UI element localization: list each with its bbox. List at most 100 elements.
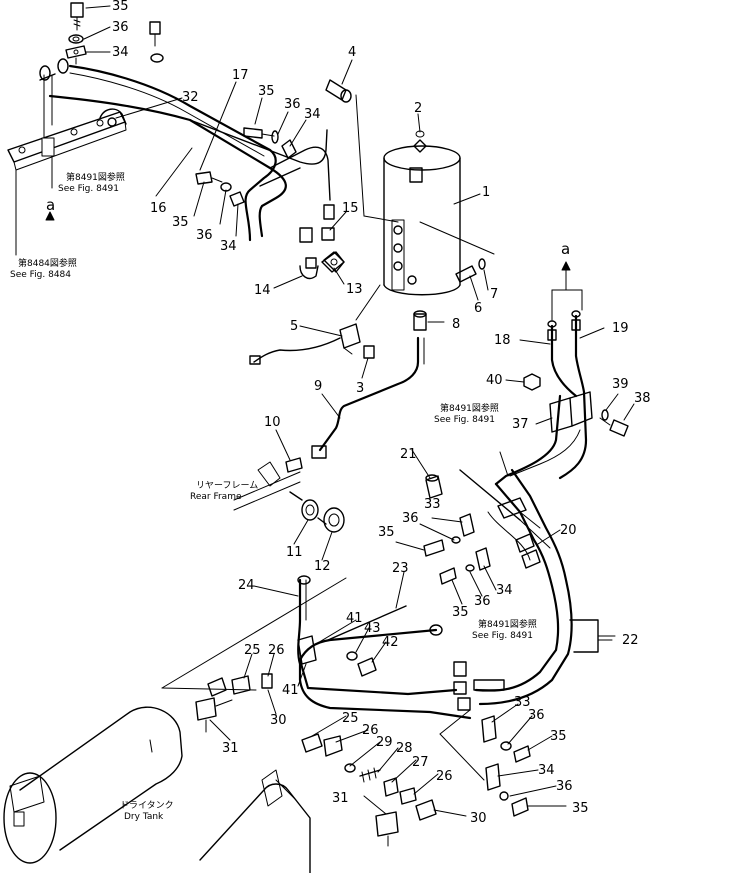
tee-31-lower xyxy=(375,811,399,847)
bolt-stack-left xyxy=(195,171,245,207)
callout-15: 15 xyxy=(342,201,359,216)
callout-41-b: 41 xyxy=(282,683,299,698)
callout-12: 12 xyxy=(314,559,331,574)
callout-23: 23 xyxy=(392,561,409,576)
leader-triangle xyxy=(161,577,347,691)
callout-28: 28 xyxy=(396,741,413,756)
callout-9: 9 xyxy=(314,379,322,394)
leader-lines xyxy=(83,5,635,817)
callout-36-d: 36 xyxy=(402,511,419,526)
fittings-lower-hose xyxy=(453,661,505,711)
ref-8491-jp-c: 第8491図参照 xyxy=(478,618,537,630)
callout-6: 6 xyxy=(474,301,482,316)
callout-10: 10 xyxy=(264,415,281,430)
callout-16: 16 xyxy=(150,201,167,216)
callout-36-a: 36 xyxy=(112,20,129,35)
ref-8484-en: See Fig. 8484 xyxy=(10,270,71,280)
ref-8491-jp-a: 第8491図参照 xyxy=(66,171,125,183)
tee-31-upper xyxy=(195,697,233,733)
ref-8491-en-b: See Fig. 8491 xyxy=(434,415,495,425)
fittings-25-26-upper xyxy=(207,673,273,697)
callout-41-a: 41 xyxy=(346,611,363,626)
clamp-32 xyxy=(99,108,127,127)
top-left-bracket xyxy=(7,74,127,256)
callout-3: 3 xyxy=(356,381,364,396)
callout-22: 22 xyxy=(622,633,639,648)
plug-8 xyxy=(413,310,427,331)
dry-tank-right xyxy=(199,769,311,873)
callout-33-a: 33 xyxy=(424,497,441,512)
clamp-41 xyxy=(297,635,317,665)
reference-labels: 第8491図参照 See Fig. 8491 第8484図参照 See Fig.… xyxy=(10,171,537,822)
callout-7: 7 xyxy=(490,287,498,302)
callout-11: 11 xyxy=(286,545,303,560)
callout-35-b: 35 xyxy=(258,84,275,99)
pipe-16 xyxy=(68,64,277,242)
part-21 xyxy=(425,474,443,499)
rear-frame xyxy=(233,461,301,511)
callout-5: 5 xyxy=(290,319,298,334)
pipe-23 xyxy=(298,605,458,696)
callout-26-b: 26 xyxy=(362,723,379,738)
arrow-heads xyxy=(45,211,571,271)
ref-8491-en-c: See Fig. 8491 xyxy=(472,631,533,641)
callout-35-a: 35 xyxy=(112,0,129,14)
callout-36-e: 36 xyxy=(474,594,491,609)
callout-38: 38 xyxy=(634,391,651,406)
pipe-9 xyxy=(311,336,425,459)
callout-2: 2 xyxy=(414,101,422,116)
callout-35-c: 35 xyxy=(172,215,189,230)
washer-39 xyxy=(601,409,609,421)
callout-34-e: 34 xyxy=(538,763,555,778)
part-10 xyxy=(285,457,303,473)
switch-5 xyxy=(249,323,361,365)
callout-35-e: 35 xyxy=(452,605,469,620)
callout-36-g: 36 xyxy=(556,779,573,794)
callout-8: 8 xyxy=(452,317,460,332)
ref-rear-frame-en: Rear Frame xyxy=(190,492,242,502)
connectors-14-15 xyxy=(299,204,345,280)
callout-a-left: a xyxy=(46,196,55,214)
plates-33-34-upper xyxy=(423,513,491,585)
callout-a-right: a xyxy=(561,240,570,258)
bracket-22 xyxy=(569,619,616,653)
fittings-top-left xyxy=(39,58,69,81)
callout-30-b: 30 xyxy=(470,811,487,826)
fitting-11 xyxy=(289,491,327,525)
callout-19: 19 xyxy=(612,321,629,336)
bolt-stack-top xyxy=(65,2,87,65)
nut-40 xyxy=(523,373,541,391)
callout-13: 13 xyxy=(346,282,363,297)
air-tank-1 xyxy=(383,130,461,296)
callout-36-c: 36 xyxy=(196,228,213,243)
callout-14: 14 xyxy=(254,283,271,298)
callout-labels: 35 36 34 4 17 35 32 36 2 34 1 16 15 35 3… xyxy=(46,0,651,826)
ref-8491-en-a: See Fig. 8491 xyxy=(58,184,119,194)
callout-31-a: 31 xyxy=(222,741,239,756)
callout-37: 37 xyxy=(512,417,529,432)
callout-35-f: 35 xyxy=(550,729,567,744)
ref-dry-tank-en: Dry Tank xyxy=(124,812,164,822)
bolt-38 xyxy=(599,417,629,437)
tank-leaders xyxy=(355,94,495,321)
hoses-20-22 xyxy=(459,468,573,706)
callout-36-f: 36 xyxy=(528,708,545,723)
callout-39: 39 xyxy=(612,377,629,392)
callout-36-b: 36 xyxy=(284,97,301,112)
fittings-25-26-lower xyxy=(301,733,437,821)
callout-30-a: 30 xyxy=(270,713,287,728)
ref-8484-jp: 第8484図参照 xyxy=(18,257,77,269)
callout-21: 21 xyxy=(400,447,417,462)
callout-20: 20 xyxy=(560,523,577,538)
callout-18: 18 xyxy=(494,333,511,348)
bolt-6-washer-7 xyxy=(455,258,486,283)
callout-42: 42 xyxy=(382,635,399,650)
callout-17: 17 xyxy=(232,68,249,83)
clamp-12 xyxy=(323,507,345,533)
elbow-13 xyxy=(323,251,345,273)
callout-34-b: 34 xyxy=(304,107,321,122)
callout-4: 4 xyxy=(348,45,356,60)
callout-27: 27 xyxy=(412,755,429,770)
dry-tank-left xyxy=(3,706,183,864)
